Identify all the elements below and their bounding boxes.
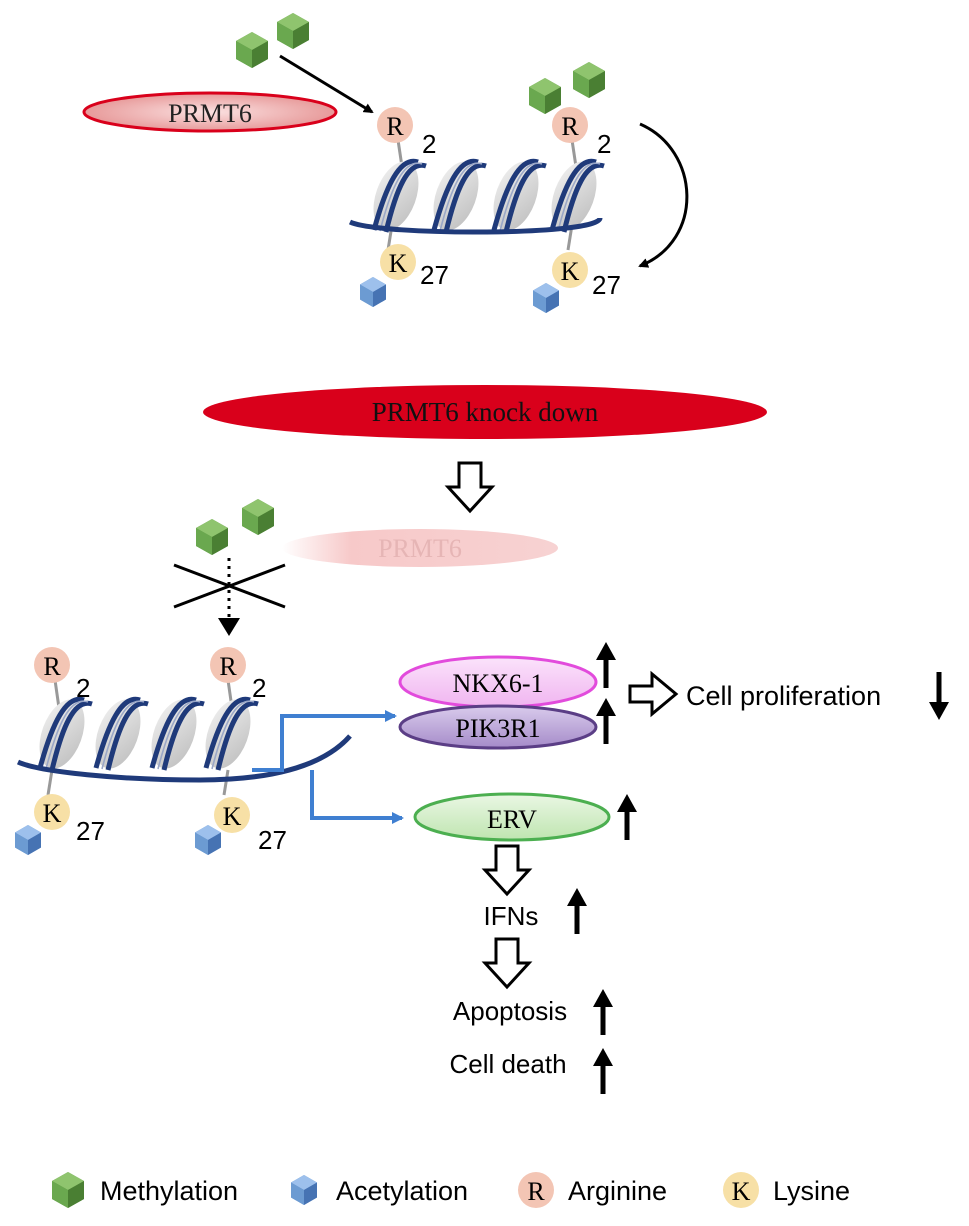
legend-arginine-label: Arginine bbox=[568, 1176, 667, 1206]
knockdown-banner bbox=[203, 385, 767, 439]
acetylation-cube-icon bbox=[360, 277, 386, 307]
cell-proliferation-down-arrow-icon bbox=[929, 672, 949, 720]
erv-node bbox=[413, 792, 611, 842]
legend: Methylation Acetylation R Arginine K Lys… bbox=[52, 1172, 850, 1208]
ifns-up-arrow-icon bbox=[567, 888, 587, 934]
legend-lysine-letter: K bbox=[732, 1177, 751, 1206]
arginine-position-label: 2 bbox=[76, 673, 90, 703]
activation-arrow-nkx-pik bbox=[252, 710, 397, 772]
block-right-arrow bbox=[628, 670, 679, 718]
lysine-circle bbox=[380, 244, 416, 280]
lysine-letter: K bbox=[223, 802, 242, 831]
arginine-letter: R bbox=[386, 112, 404, 141]
knockdown-banner-label: PRMT6 knock down bbox=[372, 397, 599, 427]
lysine-legend-icon bbox=[723, 1172, 759, 1208]
activation-arrow-erv bbox=[310, 770, 404, 824]
arginine-circle bbox=[34, 647, 70, 683]
methylation-cube-icon bbox=[529, 78, 561, 114]
acetylation-cube-icon bbox=[533, 283, 559, 313]
bottom-chromatin bbox=[16, 693, 352, 783]
methylation-cube-icon bbox=[236, 32, 268, 68]
prmt6-enzyme-label: PRMT6 bbox=[168, 99, 252, 128]
downstream-outcomes: IFNs Apoptosis Cell death bbox=[449, 844, 613, 1094]
cell-death-label: Cell death bbox=[449, 1049, 566, 1079]
block-down-arrow bbox=[446, 461, 494, 513]
acetylation-legend-icon bbox=[291, 1175, 317, 1205]
methylation-transfer-arrow bbox=[279, 54, 374, 114]
ifns-label: IFNs bbox=[484, 901, 539, 931]
lysine-position-label: 27 bbox=[420, 260, 449, 290]
pik3r1-node bbox=[398, 704, 598, 750]
knockdown-section: PRMT6 knock down PRMT6 bbox=[173, 385, 767, 636]
methylation-cube-icon bbox=[573, 62, 605, 98]
top-chromatin bbox=[348, 155, 605, 236]
nkx6-1-label: NKX6-1 bbox=[453, 669, 544, 698]
faded-prmt6-enzyme bbox=[282, 529, 558, 567]
crosstalk-arrow bbox=[638, 122, 689, 268]
legend-lysine-label: Lysine bbox=[773, 1176, 850, 1206]
acetylation-cube-icon bbox=[195, 825, 221, 855]
legend-acetylation-label: Acetylation bbox=[336, 1176, 468, 1206]
bottom-panel: R 2 R 2 K 27 K 27 bbox=[15, 647, 404, 855]
prmt6-enzyme bbox=[82, 91, 338, 133]
lysine-letter: K bbox=[389, 249, 408, 278]
arginine-circle bbox=[377, 107, 413, 143]
arginine-legend-icon bbox=[518, 1172, 554, 1208]
target-genes: NKX6-1 PIK3R1 Cell proliferation ERV bbox=[398, 642, 949, 842]
apoptosis-up-arrow-icon bbox=[593, 989, 613, 1035]
lysine-circle bbox=[214, 797, 250, 833]
faded-prmt6-label: PRMT6 bbox=[378, 534, 462, 563]
methylation-cube-icon bbox=[277, 13, 309, 49]
methylation-cube-icon bbox=[196, 519, 228, 555]
arginine-position-label: 2 bbox=[252, 673, 266, 703]
arginine-circle bbox=[210, 647, 246, 683]
arginine-position-label: 2 bbox=[597, 129, 611, 159]
legend-arginine-letter: R bbox=[527, 1177, 545, 1206]
acetylation-cube-icon bbox=[15, 825, 41, 855]
arginine-position-label: 2 bbox=[422, 129, 436, 159]
cell-proliferation-label: Cell proliferation bbox=[686, 681, 881, 711]
lysine-circle bbox=[34, 794, 70, 830]
apoptosis-label: Apoptosis bbox=[453, 996, 567, 1026]
block-down-arrow bbox=[483, 937, 531, 989]
arginine-circle bbox=[552, 107, 588, 143]
erv-up-arrow-icon bbox=[617, 794, 637, 840]
block-down-arrow bbox=[483, 844, 531, 896]
lysine-position-label: 27 bbox=[76, 816, 105, 846]
pik3r1-label: PIK3R1 bbox=[455, 714, 540, 743]
legend-methylation-label: Methylation bbox=[100, 1176, 238, 1206]
nkx6-1-up-arrow-icon bbox=[596, 642, 616, 688]
lysine-position-label: 27 bbox=[592, 270, 621, 300]
top-panel: PRMT6 R 2 R 2 K 27 K 27 bbox=[82, 13, 689, 313]
arginine-letter: R bbox=[561, 112, 579, 141]
cell-death-up-arrow-icon bbox=[593, 1048, 613, 1094]
methylation-cube-icon bbox=[242, 499, 274, 535]
lysine-letter: K bbox=[43, 799, 62, 828]
arginine-letter: R bbox=[43, 652, 61, 681]
lysine-letter: K bbox=[561, 257, 580, 286]
arginine-letter: R bbox=[219, 652, 237, 681]
pik3r1-up-arrow-icon bbox=[596, 698, 616, 744]
erv-label: ERV bbox=[487, 805, 537, 834]
methylation-legend-icon bbox=[52, 1172, 84, 1208]
lysine-position-label: 27 bbox=[258, 825, 287, 855]
lysine-circle bbox=[552, 252, 588, 288]
